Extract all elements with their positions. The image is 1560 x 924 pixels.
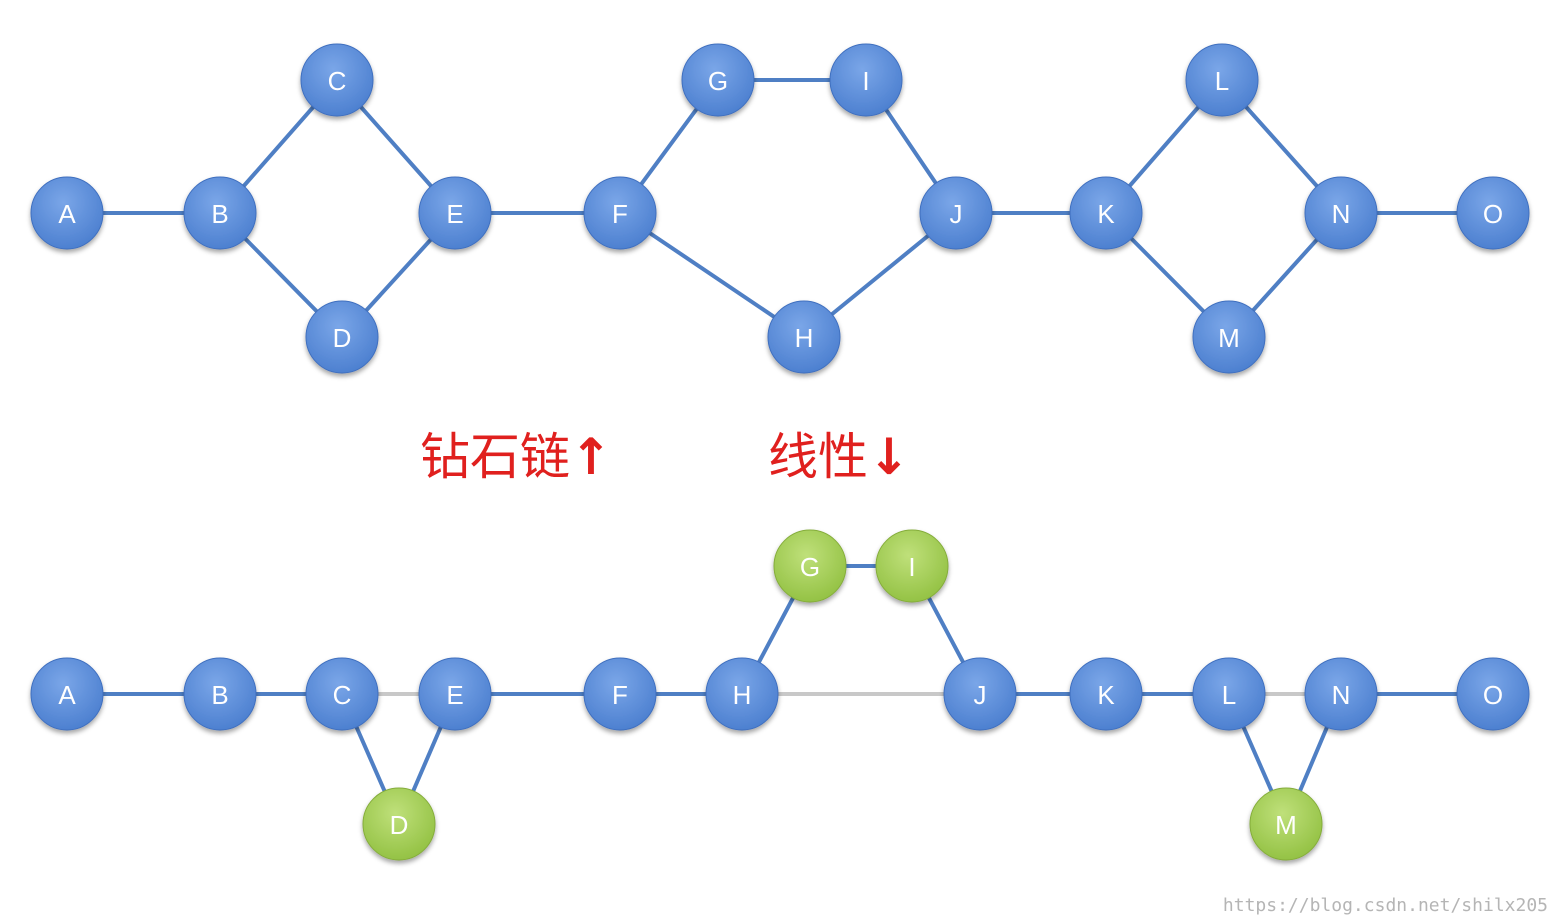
top-node-g: G bbox=[681, 43, 755, 117]
up-arrow-icon: ↑ bbox=[570, 428, 612, 486]
top-graph-edges bbox=[65, 78, 1495, 339]
top-node-e: E bbox=[418, 176, 492, 250]
linear-caption: 线性↓ bbox=[768, 432, 910, 482]
bottom-node-l: L bbox=[1192, 657, 1266, 731]
top-node-circle-j bbox=[919, 176, 993, 250]
linear-text: 线性 bbox=[768, 428, 868, 486]
bottom-node-circle-f bbox=[583, 657, 657, 731]
top-node-circle-f bbox=[583, 176, 657, 250]
top-node-a: A bbox=[30, 176, 104, 250]
top-node-k: K bbox=[1069, 176, 1143, 250]
bottom-node-a: A bbox=[30, 657, 104, 731]
bottom-node-circle-l bbox=[1192, 657, 1266, 731]
diamond-chain-text: 钻石链 bbox=[420, 428, 570, 486]
top-node-circle-c bbox=[300, 43, 374, 117]
bottom-node-circle-b bbox=[183, 657, 257, 731]
bottom-node-g: G bbox=[773, 529, 847, 603]
bottom-node-d: D bbox=[362, 787, 436, 861]
top-node-circle-h bbox=[767, 300, 841, 374]
bottom-node-e: E bbox=[418, 657, 492, 731]
bottom-node-h: H bbox=[705, 657, 779, 731]
top-node-m: M bbox=[1192, 300, 1266, 374]
top-node-circle-m bbox=[1192, 300, 1266, 374]
bottom-node-circle-a bbox=[30, 657, 104, 731]
top-node-circle-i bbox=[829, 43, 903, 117]
bottom-node-c: C bbox=[305, 657, 379, 731]
bottom-node-circle-d bbox=[362, 787, 436, 861]
bottom-node-k: K bbox=[1069, 657, 1143, 731]
top-node-h: H bbox=[767, 300, 841, 374]
bottom-node-circle-m bbox=[1249, 787, 1323, 861]
top-node-j: J bbox=[919, 176, 993, 250]
top-node-b: B bbox=[183, 176, 257, 250]
watermark-url: https://blog.csdn.net/shilx205 bbox=[1222, 895, 1548, 916]
bottom-node-circle-j bbox=[943, 657, 1017, 731]
down-arrow-icon: ↓ bbox=[868, 428, 910, 486]
bottom-node-circle-c bbox=[305, 657, 379, 731]
bottom-node-circle-e bbox=[418, 657, 492, 731]
top-node-circle-g bbox=[681, 43, 755, 117]
top-node-c: C bbox=[300, 43, 374, 117]
top-node-circle-l bbox=[1185, 43, 1259, 117]
top-node-circle-o bbox=[1456, 176, 1530, 250]
top-node-circle-k bbox=[1069, 176, 1143, 250]
bottom-node-n: N bbox=[1304, 657, 1378, 731]
top-node-n: N bbox=[1304, 176, 1378, 250]
top-node-o: O bbox=[1456, 176, 1530, 250]
top-node-circle-d bbox=[305, 300, 379, 374]
bottom-node-circle-k bbox=[1069, 657, 1143, 731]
bottom-graph-edges bbox=[65, 564, 1495, 826]
top-node-circle-a bbox=[30, 176, 104, 250]
bottom-node-circle-n bbox=[1304, 657, 1378, 731]
top-node-l: L bbox=[1185, 43, 1259, 117]
bottom-node-m: M bbox=[1249, 787, 1323, 861]
diamond-chain-caption: 钻石链↑ bbox=[420, 432, 612, 482]
bottom-node-j: J bbox=[943, 657, 1017, 731]
top-edge-f-h bbox=[618, 211, 806, 339]
bottom-node-i: I bbox=[875, 529, 949, 603]
bottom-node-o: O bbox=[1456, 657, 1530, 731]
top-node-f: F bbox=[583, 176, 657, 250]
bottom-node-f: F bbox=[583, 657, 657, 731]
top-node-circle-e bbox=[418, 176, 492, 250]
top-node-i: I bbox=[829, 43, 903, 117]
top-node-circle-b bbox=[183, 176, 257, 250]
bottom-node-circle-h bbox=[705, 657, 779, 731]
bottom-node-circle-g bbox=[773, 529, 847, 603]
bottom-node-circle-i bbox=[875, 529, 949, 603]
bottom-node-b: B bbox=[183, 657, 257, 731]
top-node-d: D bbox=[305, 300, 379, 374]
bottom-node-circle-o bbox=[1456, 657, 1530, 731]
top-node-circle-n bbox=[1304, 176, 1378, 250]
